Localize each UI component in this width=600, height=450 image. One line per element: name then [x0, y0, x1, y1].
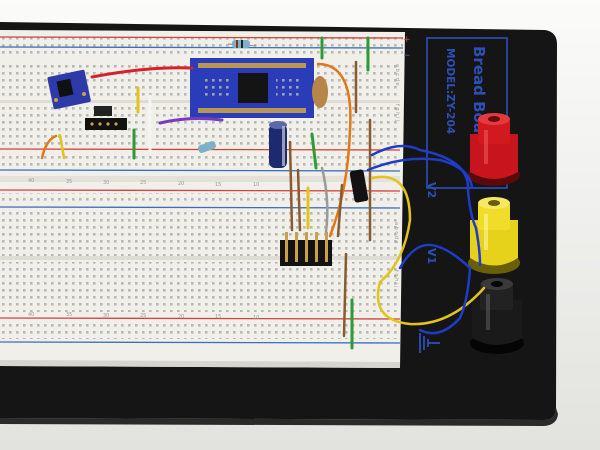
terminal-label-v2: V2 [425, 182, 438, 198]
header-connector [280, 232, 332, 266]
column-numbers-bottom: 40 35 30 25 20 15 10 [28, 312, 259, 321]
black-binding-post[interactable] [470, 278, 524, 354]
resistor [198, 141, 216, 153]
svg-text:40: 40 [28, 312, 34, 318]
crystal [312, 76, 328, 108]
base-plate-edge [0, 408, 558, 426]
electrolytic-capacitor [269, 121, 287, 168]
model-label: MODEL:ZY-204 [444, 48, 456, 134]
svg-text:15: 15 [215, 314, 221, 320]
svg-text:20: 20 [178, 181, 184, 187]
microcontroller-board [190, 58, 328, 118]
jumper-wires [40, 36, 486, 350]
pin-header [85, 106, 127, 130]
svg-text:35: 35 [66, 312, 72, 318]
svg-text:10: 10 [253, 315, 259, 321]
svg-text:20: 20 [178, 314, 184, 320]
yellow-binding-post[interactable] [468, 197, 520, 274]
sensor-module [47, 69, 91, 110]
svg-text:30: 30 [103, 313, 109, 319]
svg-text:15: 15 [215, 182, 221, 188]
svg-text:30: 30 [103, 180, 109, 186]
rail-line-red [0, 189, 401, 192]
terminal-label-v1: V1 [425, 248, 438, 264]
resistor [227, 40, 257, 48]
row-letters-top: a b c d e [394, 64, 400, 86]
svg-text:10: 10 [253, 182, 259, 188]
plus-sign: + [403, 35, 411, 45]
rail-line-red [0, 36, 404, 39]
row-letters-top-lower: a b c d e [393, 222, 399, 244]
column-numbers-top: 40 35 30 25 20 15 10 [28, 178, 259, 188]
svg-text:25: 25 [140, 313, 146, 319]
svg-text:40: 40 [28, 178, 34, 184]
transistor [349, 169, 369, 203]
row-letters-bottom-lower: f g h i j [393, 270, 399, 287]
ground-symbol-icon [419, 333, 440, 353]
rail-line-blue [0, 169, 401, 172]
row-letters-bottom: f g h i j [394, 104, 400, 121]
red-binding-post[interactable] [468, 113, 520, 186]
svg-text:25: 25 [140, 180, 146, 186]
minus-sign: − [403, 51, 411, 61]
rail-line-blue [0, 46, 404, 49]
svg-text:35: 35 [66, 179, 72, 185]
rail-line-blue [0, 206, 401, 209]
rail-line-blue [0, 341, 401, 344]
rail-line-red [0, 317, 401, 320]
